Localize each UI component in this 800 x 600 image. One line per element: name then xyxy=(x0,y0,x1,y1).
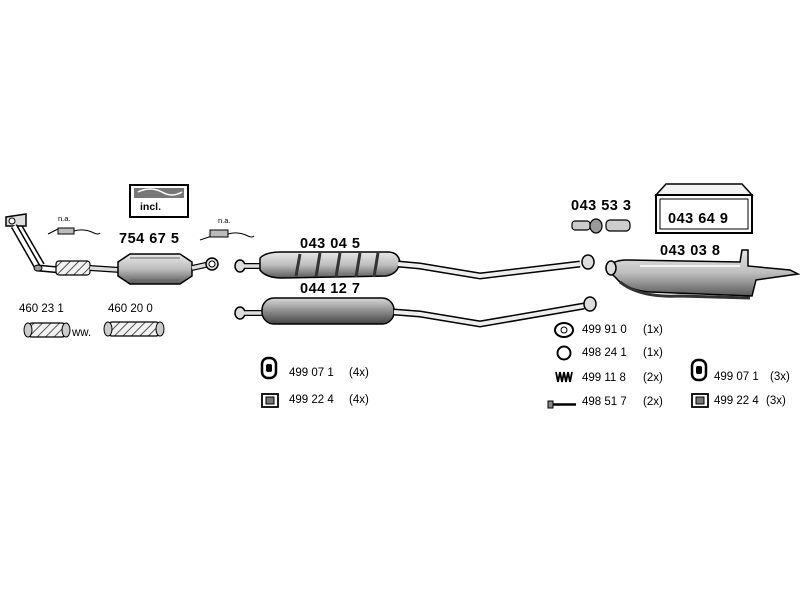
part-number-catalytic-converter: 754 67 5 xyxy=(119,231,180,247)
flange-piece-right xyxy=(103,321,165,337)
acc-center-1-part: 499 22 4 xyxy=(289,394,334,406)
middle-silencer-lower xyxy=(234,296,597,328)
part-number-connector: 043 53 3 xyxy=(571,198,632,214)
acc-right-a-0-part: 499 91 0 xyxy=(582,324,627,336)
acc-center-0-qty: (4x) xyxy=(349,367,369,379)
incl-box-icon xyxy=(129,184,189,218)
rubber-block-icon-right xyxy=(691,393,709,408)
part-number-flange-left: 460 23 1 xyxy=(19,303,64,315)
rear-silencer xyxy=(604,249,800,300)
acc-center-0-part: 499 07 1 xyxy=(289,367,334,379)
acc-right-a-3-qty: (2x) xyxy=(643,396,663,408)
part-number-mounting-kit: 043 64 9 xyxy=(668,211,729,227)
ring-icon xyxy=(556,345,572,361)
flange-piece-left xyxy=(23,322,71,338)
spring-icon xyxy=(555,371,573,383)
part-number-rear-silencer: 043 03 8 xyxy=(660,243,721,259)
middle-silencer-upper xyxy=(234,251,595,280)
lambda-sensor-left xyxy=(47,227,101,235)
front-downpipe xyxy=(5,213,61,274)
rubber-block-icon xyxy=(261,393,279,408)
part-number-middle-silencer-lower: 044 12 7 xyxy=(300,281,361,297)
incl-label: incl. xyxy=(140,201,162,213)
gasket-icon xyxy=(554,322,574,338)
ww-label: ww. xyxy=(72,327,92,339)
acc-center-1-qty: (4x) xyxy=(349,394,369,406)
rubber-hanger-icon xyxy=(260,356,278,380)
acc-right-a-1-qty: (1x) xyxy=(643,347,663,359)
acc-right-a-1-part: 498 24 1 xyxy=(582,347,627,359)
catalytic-converter xyxy=(117,253,219,285)
mounting-kit-box-icon xyxy=(654,183,754,234)
acc-right-b-1-qty: (3x) xyxy=(766,395,786,407)
na-label-right: n.a. xyxy=(218,216,231,225)
acc-right-a-2-qty: (2x) xyxy=(643,372,663,384)
acc-right-a-2-part: 499 11 8 xyxy=(582,372,626,384)
na-label-left: n.a. xyxy=(58,214,71,223)
part-number-flange-right: 460 20 0 xyxy=(108,303,153,315)
part-number-middle-silencer-upper: 043 04 5 xyxy=(300,236,361,252)
acc-right-b-0-qty: (3x) xyxy=(770,371,790,383)
acc-right-b-0-part: 499 07 1 xyxy=(714,371,759,383)
rubber-hanger-icon-right xyxy=(690,358,708,382)
acc-right-a-3-part: 498 51 7 xyxy=(582,396,627,408)
acc-right-b-1-part: 499 22 4 xyxy=(714,395,759,407)
bolt-icon xyxy=(547,400,576,409)
acc-right-a-0-qty: (1x) xyxy=(643,324,663,336)
flex-pipe xyxy=(55,260,121,276)
connector-pieces xyxy=(571,218,631,234)
lambda-sensor-right xyxy=(199,229,255,241)
